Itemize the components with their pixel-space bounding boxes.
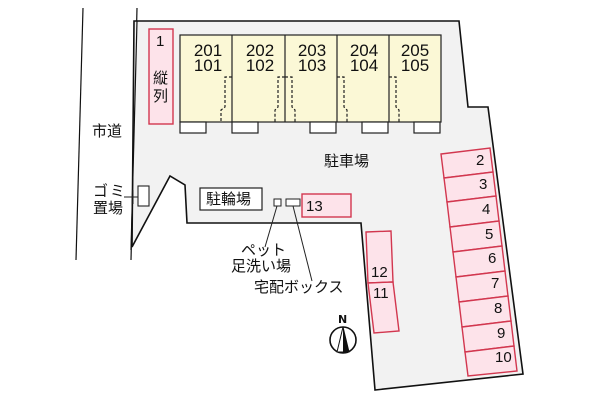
- unit-step: [361, 121, 389, 134]
- unit-lower-number: 103: [297, 56, 327, 75]
- parking-space-10-number: 10: [495, 349, 512, 366]
- parking-space-6-number: 6: [488, 250, 497, 267]
- unit-step: [231, 121, 259, 134]
- parking-space-9-number: 9: [497, 325, 506, 342]
- parking-space-12-number: 12: [371, 264, 388, 281]
- pet-wash-label-2: 足洗い場: [231, 257, 292, 275]
- unit-lower-number: 105: [400, 56, 430, 75]
- pet-wash-box: [273, 198, 282, 207]
- parking-space-1: [148, 28, 174, 125]
- garbage-label-1: ゴミ: [93, 182, 128, 200]
- pet-wash-label-1: ペット: [241, 241, 287, 259]
- unit-202-102: 202 102: [238, 41, 282, 75]
- parking-space-5-number: 5: [485, 226, 494, 243]
- north-compass-icon: [329, 326, 357, 354]
- garbage-area-box: [137, 185, 150, 207]
- parking-space-11-number: 11: [373, 285, 389, 302]
- garbage-label-2: 置場: [93, 199, 124, 217]
- parking-space-13-number: 13: [306, 198, 323, 215]
- unit-205-105: 205 105: [393, 41, 437, 75]
- parking-space-2-number: 2: [476, 152, 485, 169]
- unit-lower-number: 101: [193, 56, 223, 75]
- parking-space-8-number: 8: [494, 300, 503, 317]
- unit-upper-number: 201: [193, 41, 223, 60]
- unit-upper-number: 203: [297, 41, 327, 60]
- parking-lot-label: 駐車場: [324, 152, 370, 170]
- bicycle-parking-label: 駐輪場: [206, 190, 252, 208]
- tandem-note-2: 列: [153, 87, 169, 105]
- bicycle-parking-box: [199, 187, 263, 211]
- parking-space-1-number: 1: [156, 33, 165, 50]
- parking-space-11: [367, 281, 400, 334]
- unit-lower-number: 104: [349, 56, 379, 75]
- parking-space-4-number: 4: [482, 201, 491, 218]
- unit-step: [413, 121, 441, 134]
- unit-upper-number: 205: [400, 41, 430, 60]
- unit-upper-number: 204: [349, 41, 379, 60]
- north-label: N: [338, 313, 348, 326]
- unit-203-103: 203 103: [290, 41, 334, 75]
- delivery-box: [285, 198, 301, 207]
- unit-201-101: 201 101: [186, 41, 230, 75]
- parking-space-13: [301, 193, 352, 218]
- road-label: 市道: [92, 122, 123, 140]
- unit-step: [179, 121, 207, 134]
- unit-upper-number: 202: [245, 41, 275, 60]
- delivery-box-label: 宅配ボックス: [254, 278, 344, 296]
- unit-step: [309, 121, 337, 134]
- parking-space-3-number: 3: [479, 176, 488, 193]
- parking-space-10: [464, 345, 518, 377]
- parking-space-7-number: 7: [491, 275, 500, 292]
- tandem-note-1: 縦: [153, 69, 169, 87]
- unit-204-104: 204 104: [342, 41, 386, 75]
- unit-lower-number: 102: [245, 56, 275, 75]
- road-edge-line: [75, 7, 84, 261]
